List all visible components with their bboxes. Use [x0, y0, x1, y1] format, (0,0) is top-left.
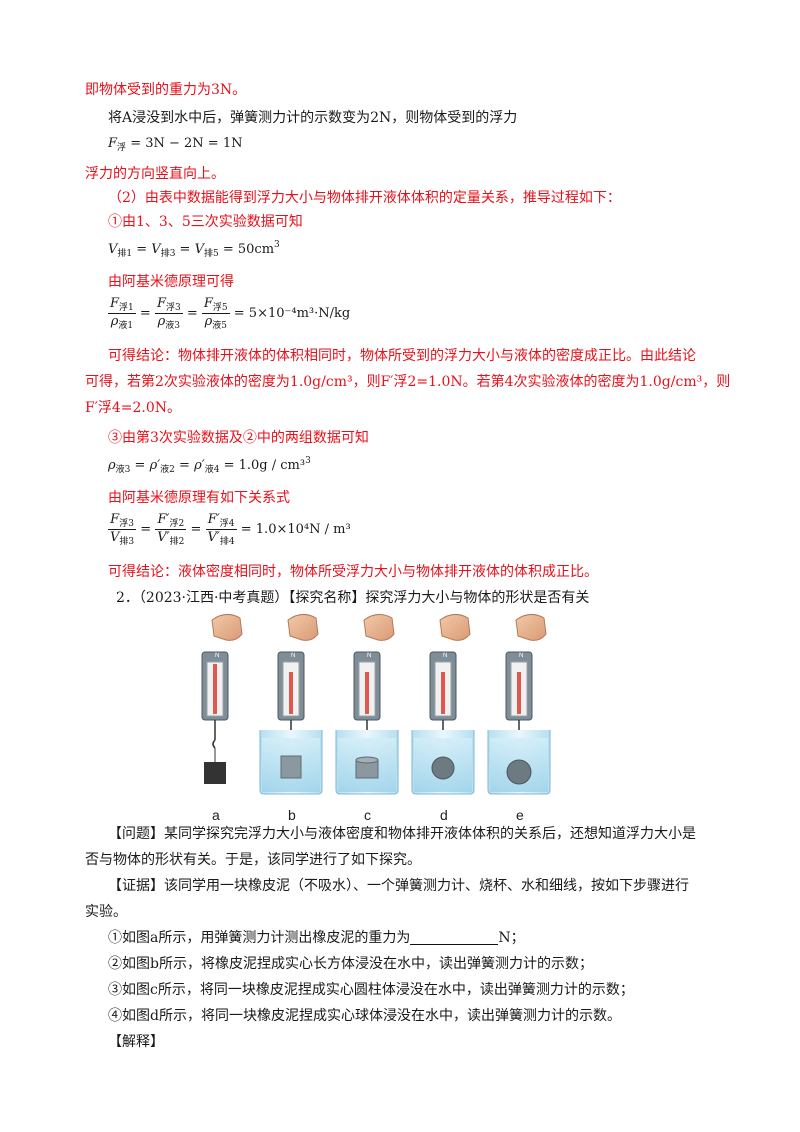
- problem-paragraph-1b: 否与物体的形状有关。于是，该同学进行了如下探究。: [85, 852, 421, 868]
- figure-label-e: e: [516, 807, 524, 823]
- svg-text:N: N: [367, 653, 371, 659]
- answer-line-buoyancy: 将A浸没到水中后，弹簧测力计的示数变为2N，则物体受到的浮力: [108, 110, 518, 126]
- setup-a: [201, 614, 243, 784]
- setup-b: [259, 614, 323, 795]
- symbol-sub: 浮: [117, 143, 127, 153]
- answer-line-weight: 即物体受到的重力为3N。: [85, 82, 247, 98]
- equation-volume: V排1 = V排3 = V排5 = 50cm3: [108, 240, 280, 259]
- problem-paragraph-1a: 【问题】某同学探究完浮力大小与液体密度和物体排开液体体积的关系后，还想知道浮力大…: [108, 826, 696, 842]
- answer-archimedes-1: 由阿基米德原理可得: [108, 274, 234, 290]
- hand-icon: [363, 614, 395, 641]
- answer-line-direction: 浮力的方向竖直向上。: [85, 166, 225, 182]
- step-4: ④如图d所示，将同一块橡皮泥捏成实心球体浸没在水中，读出弹簧测力计的示数。: [108, 1008, 621, 1024]
- hand-icon: [287, 614, 319, 641]
- hand-icon: [439, 614, 471, 641]
- figure-label-b: b: [288, 807, 296, 823]
- answer-step-3: ③由第3次实验数据及②中的两组数据可知: [108, 430, 369, 446]
- answer-conclusion-1b: 可得，若第2次实验液体的密度为1.0g/cm³，则F′浮2=1.0N。若第4次实…: [85, 374, 731, 390]
- hand-icon: [211, 614, 243, 641]
- svg-text:N: N: [215, 653, 219, 659]
- step-3: ③如图c所示，将同一块橡皮泥捏成实心圆柱体浸没在水中，读出弹簧测力计的示数；: [108, 982, 634, 998]
- equation-density: ρ液3 = ρ′液2 = ρ′液4 = 1.0g / cm³3: [108, 456, 311, 475]
- svg-text:N: N: [443, 653, 447, 659]
- answer-part-2: （2）由表中数据能得到浮力大小与物体排开液体体积的定量关系，推导过程如下：: [108, 190, 621, 206]
- step-2: ②如图b所示，将橡皮泥捏成实心长方体浸没在水中，读出弹簧测力计的示数；: [108, 956, 593, 972]
- answer-blank[interactable]: [410, 930, 499, 945]
- explanation-heading: 【解释】: [108, 1034, 164, 1050]
- setup-e: [487, 614, 551, 795]
- equation-buoyancy: F浮 = 3N − 2N = 1N: [108, 136, 242, 153]
- setup-c: [335, 614, 399, 795]
- question-2-title: 2．（2023·江西·中考真题）【探究名称】探究浮力大小与物体的形状是否有关: [116, 590, 590, 606]
- evidence-paragraph-a: 【证据】该同学用一块橡皮泥（不吸水）、一个弹簧测力计、烧杯、水和细线，按如下步骤…: [108, 878, 689, 894]
- symbol-f: F: [108, 136, 118, 151]
- sphere-clay-icon: [431, 756, 455, 780]
- figure-label-c: c: [364, 807, 371, 823]
- equation-rhs: = 3N − 2N = 1N: [130, 136, 243, 151]
- svg-text:N: N: [519, 653, 523, 659]
- figure-label-d: d: [440, 807, 448, 823]
- hand-icon: [515, 614, 547, 641]
- figure-label-a: a: [212, 807, 220, 823]
- answer-archimedes-2: 由阿基米德原理有如下关系式: [108, 490, 290, 506]
- answer-conclusion-1a: 可得结论：物体排开液体的体积相同时，物体所受到的浮力大小与液体的密度成正比。由此…: [108, 348, 696, 364]
- answer-step-1: ①由1、3、5三次实验数据可知: [108, 214, 303, 230]
- answer-conclusion-1c: F′浮4=2.0N。: [85, 400, 182, 416]
- setup-d: [411, 614, 475, 795]
- sphere-clay-icon: [506, 759, 532, 785]
- clay-block-icon: [204, 762, 226, 784]
- answer-conclusion-2: 可得结论：液体密度相同时，物体所受浮力大小与物体排开液体的体积成正比。: [108, 564, 598, 580]
- experiment-figure: N N N N N a b c d e: [201, 614, 551, 823]
- svg-text:N: N: [291, 653, 295, 659]
- cuboid-clay-icon: [280, 755, 302, 779]
- evidence-paragraph-b: 实验。: [85, 904, 127, 920]
